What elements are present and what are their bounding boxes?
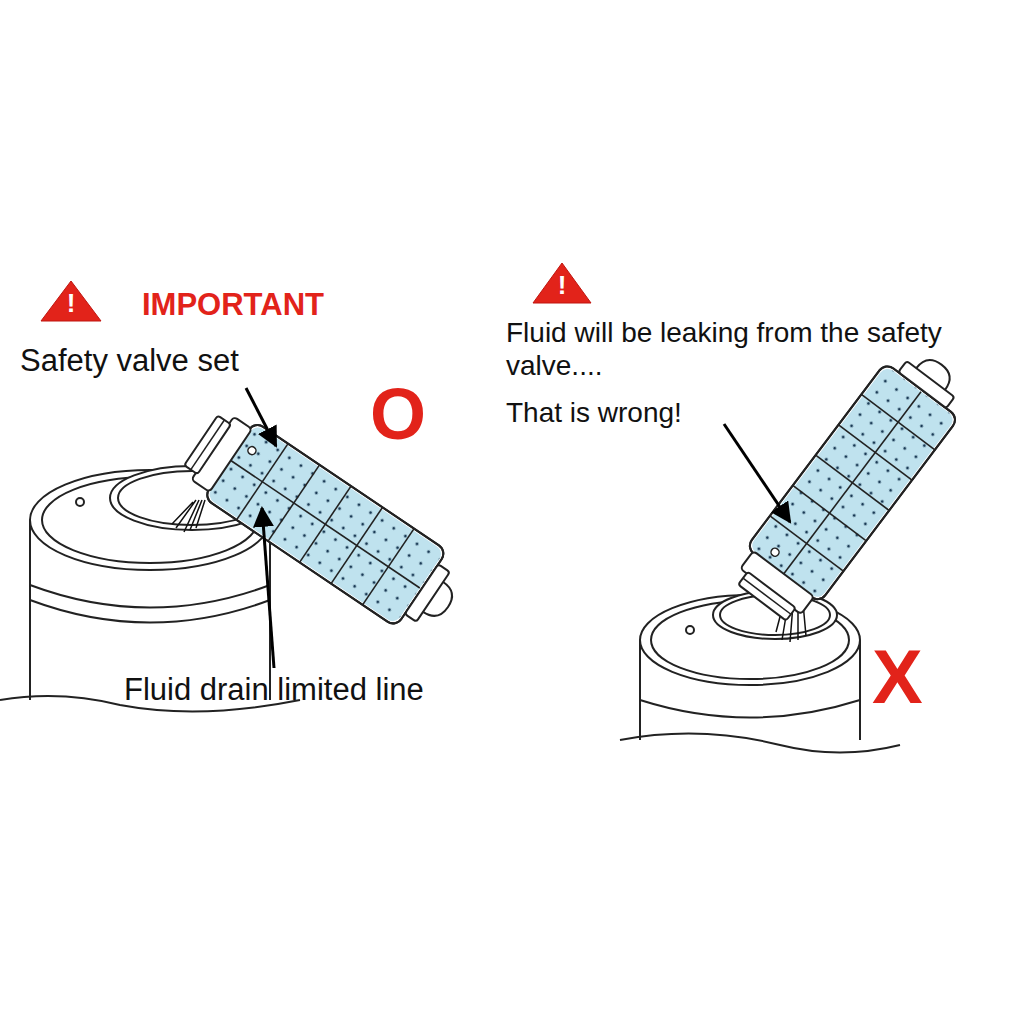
note-text: Fluid drain limited line <box>124 672 424 709</box>
warning-mark: ! <box>40 280 102 316</box>
note-text: Safety valve set <box>20 343 239 380</box>
note-text: IMPORTANT <box>142 287 324 324</box>
warning-mark: ! <box>532 262 592 298</box>
verdict-mark: O <box>370 372 426 457</box>
warning-triangle: ! <box>532 262 592 304</box>
note-text: Fluid will be leaking from the safety va… <box>506 316 1018 382</box>
verdict-mark: X <box>872 632 923 722</box>
warning-triangle: ! <box>40 280 102 322</box>
note-text: That is wrong! <box>506 396 682 429</box>
